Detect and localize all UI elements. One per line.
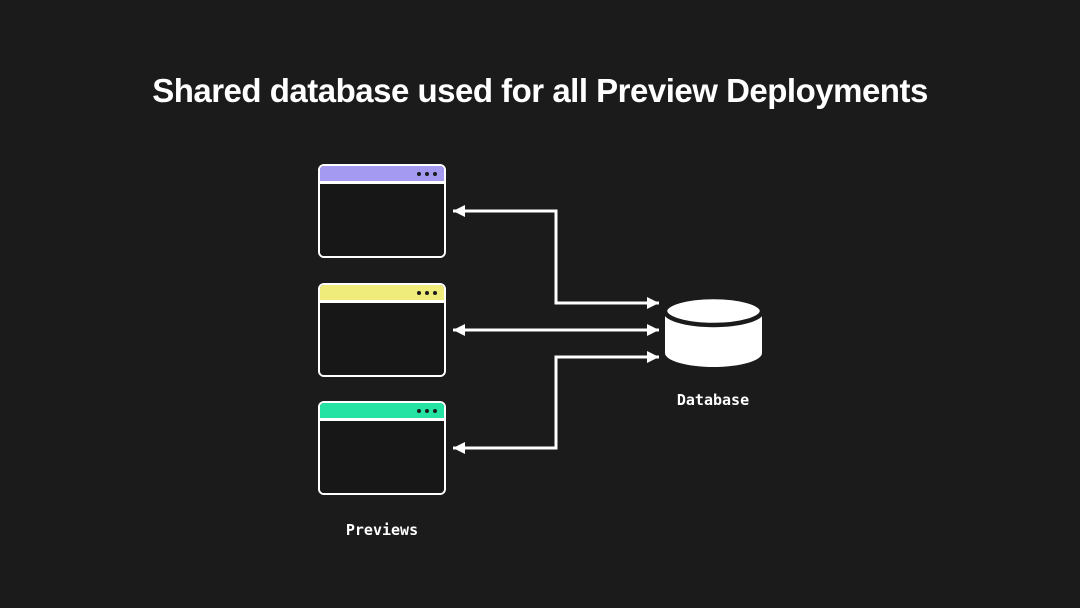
database-label: Database [676, 391, 750, 409]
window-titlebar [320, 285, 444, 303]
window-body [320, 421, 444, 493]
connection-preview1-database [453, 205, 659, 309]
preview-window-3 [318, 401, 446, 495]
page-title: Shared database used for all Preview Dep… [152, 72, 928, 109]
window-titlebar [320, 166, 444, 184]
window-dot [417, 408, 421, 413]
window-dot [417, 171, 421, 176]
window-dot [433, 408, 437, 413]
preview-window-1 [318, 164, 446, 258]
window-dot [417, 290, 421, 295]
window-dot [433, 171, 437, 176]
window-dot [433, 290, 437, 295]
window-body [320, 184, 444, 256]
window-dot [425, 171, 429, 176]
window-body [320, 303, 444, 375]
window-dot [425, 408, 429, 413]
preview-window-2 [318, 283, 446, 377]
window-titlebar [320, 403, 444, 421]
connection-preview3-database [453, 351, 659, 454]
database-cylinder-icon [662, 294, 765, 367]
previews-label: Previews [345, 521, 419, 539]
window-dot [425, 290, 429, 295]
